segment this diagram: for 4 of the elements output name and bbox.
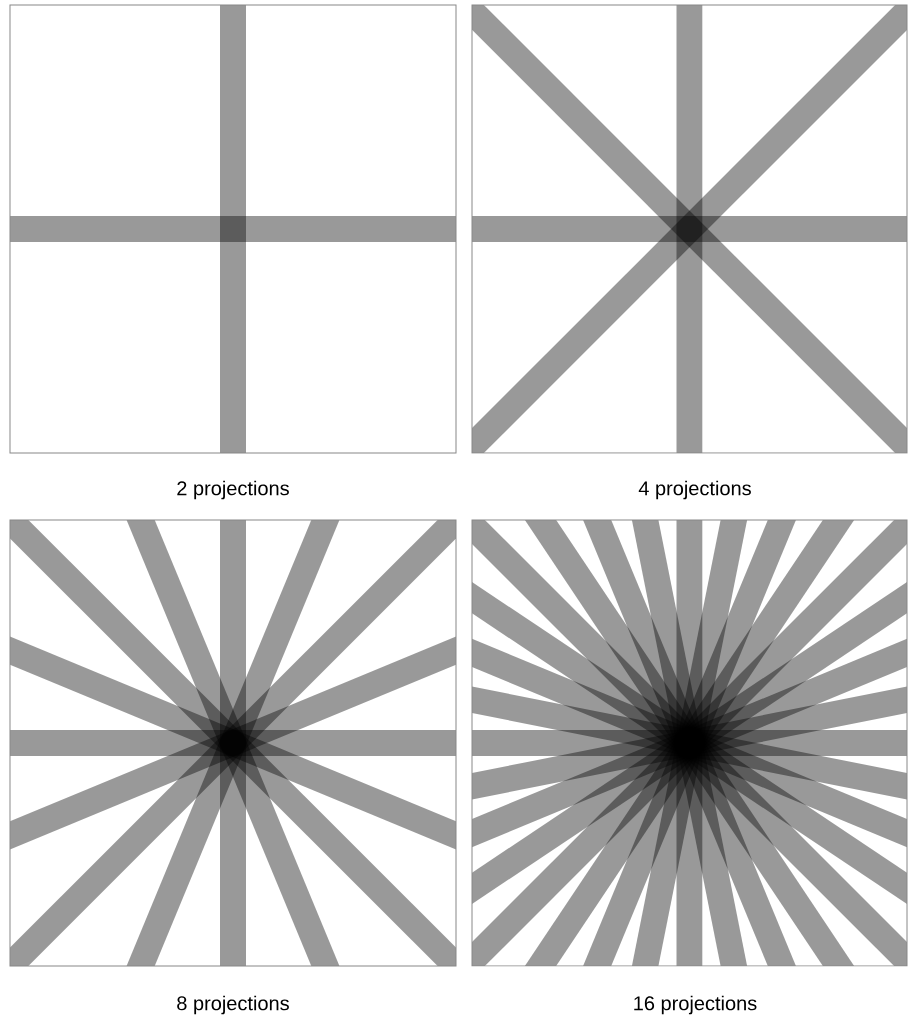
caption: 4 projections [638, 480, 751, 500]
caption: 16 projections [634, 995, 757, 1015]
caption: 8 projections [177, 995, 289, 1015]
caption: 2 projections [177, 480, 289, 500]
